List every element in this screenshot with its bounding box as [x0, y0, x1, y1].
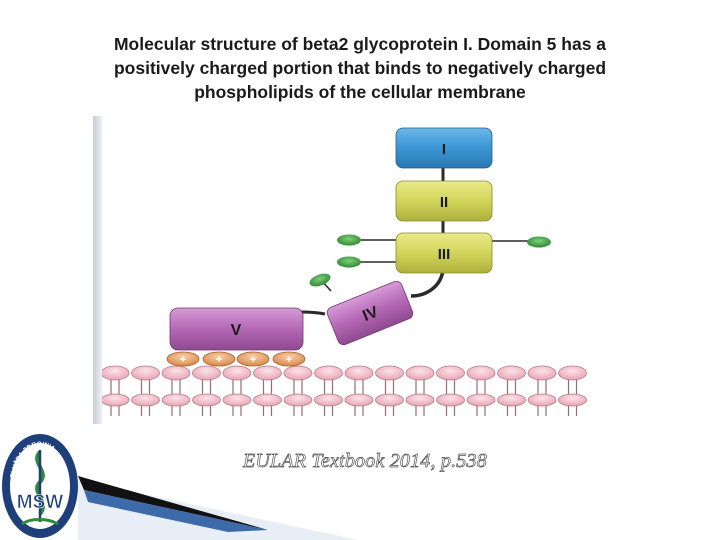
- lipid-head: [192, 393, 221, 407]
- diagram-svg: I II III IV V + + + +: [100, 127, 587, 416]
- lipid-head: [161, 365, 191, 381]
- glycan-oval: [527, 236, 551, 248]
- logo-leaf-icon: [21, 518, 59, 526]
- domain-i-label: I: [442, 141, 446, 158]
- lipid-head: [253, 393, 282, 407]
- lipid-head: [466, 365, 496, 381]
- membrane-heads-top: [100, 365, 587, 381]
- lipid-head: [436, 393, 465, 407]
- domain-i: I: [395, 127, 493, 169]
- cell-membrane: [100, 365, 587, 416]
- charge-sign: +: [250, 354, 256, 366]
- charge-sign: +: [286, 354, 292, 366]
- lipid-head: [253, 365, 282, 381]
- glycan-oval: [309, 273, 331, 287]
- positive-charges: + + + +: [166, 351, 306, 367]
- domain-iii-label: III: [438, 246, 451, 263]
- linker-iii-iv: [410, 269, 445, 298]
- lipid-head: [314, 365, 343, 381]
- lipid-head: [405, 365, 435, 381]
- beta2-glycoprotein-diagram: I II III IV V + + + +: [93, 116, 615, 424]
- glycan-oval: [337, 234, 361, 246]
- title-line-2: positively charged portion that binds to…: [113, 58, 607, 78]
- lipid-head: [497, 365, 526, 381]
- source-caption: EULAR Textbook 2014, p.538: [243, 450, 487, 473]
- linker-iv-v: [300, 310, 326, 316]
- image-edge-shade: [93, 116, 102, 424]
- lipid-head: [344, 365, 374, 381]
- charge-sign: +: [216, 354, 222, 366]
- lipid-head: [283, 365, 313, 381]
- lipid-head: [466, 393, 496, 407]
- lipid-head: [375, 365, 404, 381]
- stripe-black: [78, 476, 268, 530]
- glycan-chains: [309, 234, 551, 292]
- lipid-head: [558, 365, 587, 381]
- lipid-head: [283, 393, 313, 407]
- domain-v-label: V: [231, 322, 242, 339]
- domain-iv-label: IV: [360, 304, 381, 326]
- lipid-head: [558, 393, 587, 407]
- lipid-head: [375, 393, 404, 407]
- lipid-head: [527, 393, 557, 407]
- lipid-head: [405, 393, 435, 407]
- lipid-head: [222, 365, 252, 381]
- lipid-head: [100, 365, 130, 381]
- lipid-head: [436, 365, 465, 381]
- lipid-head: [314, 393, 343, 407]
- positive-charge: +: [166, 351, 200, 367]
- lipid-head: [161, 393, 191, 407]
- membrane-heads-bottom: [100, 393, 587, 407]
- lipid-head: [497, 393, 526, 407]
- domain-ii: II: [395, 180, 493, 222]
- charge-sign: +: [180, 354, 186, 366]
- title-line-3: phospholipids of the cellular membrane: [194, 82, 526, 102]
- stripe-light: [78, 480, 358, 540]
- domain-iv: IV: [326, 280, 414, 346]
- lipid-head: [344, 393, 374, 407]
- positive-charge: +: [236, 351, 270, 367]
- stripe-blue: [84, 490, 268, 532]
- lipid-head: [192, 365, 221, 381]
- glycan-oval: [337, 256, 361, 268]
- title-line-1: Molecular structure of beta2 glycoprotei…: [113, 34, 607, 54]
- lipid-head: [100, 393, 130, 407]
- positive-charge: +: [272, 351, 306, 367]
- domain-v: V: [169, 307, 304, 351]
- domain-ii-label: II: [440, 194, 448, 211]
- lipid-head: [131, 393, 160, 407]
- domain-iii: III: [395, 232, 493, 274]
- positive-charge: +: [202, 351, 236, 367]
- lipid-head: [527, 365, 557, 381]
- lipid-head: [131, 365, 160, 381]
- lipid-head: [222, 393, 252, 407]
- decorative-arrow-stripe: [78, 476, 358, 540]
- msw-logo: SŁUŻBA ZDROWIA MSW: [2, 434, 78, 538]
- logo-text: MSW: [17, 492, 64, 513]
- slide-title: Molecular structure of beta2 glycoprotei…: [60, 32, 660, 104]
